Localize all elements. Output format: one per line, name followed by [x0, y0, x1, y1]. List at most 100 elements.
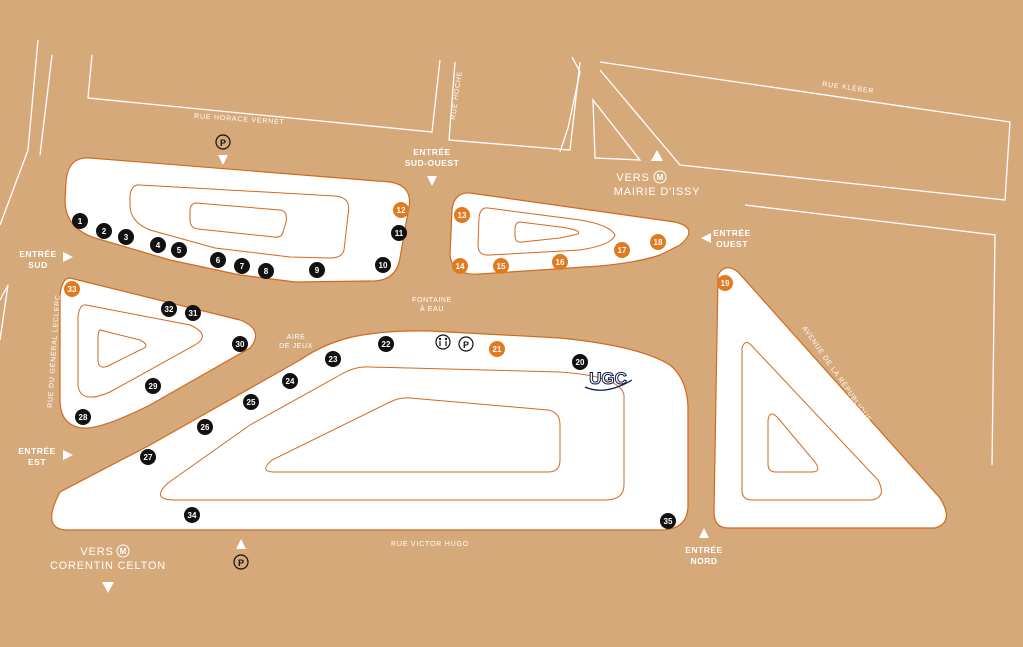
entrance-sud-line1: ENTRÉE: [19, 249, 56, 259]
store-marker-dot[interactable]: [378, 336, 394, 352]
store-marker-number: 18: [654, 238, 663, 247]
store-marker-dot[interactable]: [552, 254, 568, 270]
store-marker-23[interactable]: 23: [325, 351, 341, 367]
store-marker-number: 8: [264, 267, 269, 276]
store-marker-3[interactable]: 3: [118, 229, 134, 245]
entrance-sud-line2: SUD: [28, 260, 47, 270]
store-marker-dot[interactable]: [309, 262, 325, 278]
store-marker-dot[interactable]: [96, 223, 112, 239]
metro-corentin-vers: VERS: [80, 546, 113, 558]
store-marker-16[interactable]: 16: [552, 254, 568, 270]
store-marker-26[interactable]: 26: [197, 419, 213, 435]
entrance-nord-line1: ENTRÉE: [685, 545, 722, 555]
store-marker-4[interactable]: 4: [150, 237, 166, 253]
store-marker-18[interactable]: 18: [650, 234, 666, 250]
store-marker-27[interactable]: 27: [140, 449, 156, 465]
store-marker-dot[interactable]: [375, 257, 391, 273]
store-marker-dot[interactable]: [489, 341, 505, 357]
store-marker-dot[interactable]: [493, 258, 509, 274]
store-marker-33[interactable]: 33: [64, 281, 80, 297]
store-marker-20[interactable]: 20: [572, 354, 588, 370]
parking-icon: [458, 336, 474, 352]
store-marker-12[interactable]: 12: [393, 202, 409, 218]
store-marker-8[interactable]: 8: [258, 263, 274, 279]
metro-corentin-name: CORENTIN CELTON: [50, 560, 166, 572]
store-marker-dot[interactable]: [282, 373, 298, 389]
store-marker-dot[interactable]: [75, 409, 91, 425]
store-marker-number: 29: [149, 382, 158, 391]
store-marker-dot[interactable]: [72, 213, 88, 229]
store-marker-2[interactable]: 2: [96, 223, 112, 239]
store-marker-dot[interactable]: [650, 234, 666, 250]
store-marker-dot[interactable]: [452, 258, 468, 274]
store-marker-dot[interactable]: [118, 229, 134, 245]
store-marker-dot[interactable]: [717, 275, 733, 291]
arrow-down-icon: [218, 155, 228, 165]
store-marker-number: 31: [189, 309, 198, 318]
store-marker-35[interactable]: 35: [660, 513, 676, 529]
store-marker-28[interactable]: 28: [75, 409, 91, 425]
store-marker-dot[interactable]: [150, 237, 166, 253]
arrow-down-icon: [102, 582, 114, 593]
store-marker-10[interactable]: 10: [375, 257, 391, 273]
store-marker-dot[interactable]: [184, 507, 200, 523]
entrance-nord: ENTRÉE NORD: [685, 528, 722, 566]
parking-symbol: P: [463, 340, 469, 350]
metro-symbol-text: M: [657, 173, 664, 182]
arrow-down-icon: [427, 176, 437, 186]
metro-mairie-name: MAIRIE D'ISSY: [614, 186, 700, 198]
store-marker-dot[interactable]: [234, 258, 250, 274]
store-marker-dot[interactable]: [325, 351, 341, 367]
store-marker-6[interactable]: 6: [210, 252, 226, 268]
store-marker-dot[interactable]: [391, 225, 407, 241]
store-marker-dot[interactable]: [210, 252, 226, 268]
store-marker-number: 5: [177, 246, 182, 255]
store-marker-19[interactable]: 19: [717, 275, 733, 291]
store-marker-15[interactable]: 15: [493, 258, 509, 274]
store-marker-24[interactable]: 24: [282, 373, 298, 389]
store-marker-14[interactable]: 14: [452, 258, 468, 274]
store-marker-32[interactable]: 32: [161, 301, 177, 317]
store-marker-dot[interactable]: [64, 281, 80, 297]
store-marker-31[interactable]: 31: [185, 305, 201, 321]
store-marker-number: 34: [188, 511, 197, 520]
store-marker-21[interactable]: 21: [489, 341, 505, 357]
store-marker-dot[interactable]: [572, 354, 588, 370]
store-marker-7[interactable]: 7: [234, 258, 250, 274]
ugc-logo: UGC: [584, 369, 633, 391]
store-marker-34[interactable]: 34: [184, 507, 200, 523]
store-marker-dot[interactable]: [660, 513, 676, 529]
store-marker-30[interactable]: 30: [232, 336, 248, 352]
parking-icon: [233, 554, 249, 570]
fontaine-label-line2: À EAU: [420, 304, 444, 313]
store-marker-dot[interactable]: [614, 242, 630, 258]
store-marker-dot[interactable]: [171, 242, 187, 258]
store-marker-dot[interactable]: [393, 202, 409, 218]
store-marker-number: 16: [556, 258, 565, 267]
store-marker-29[interactable]: 29: [145, 378, 161, 394]
store-marker-17[interactable]: 17: [614, 242, 630, 258]
store-marker-dot[interactable]: [161, 301, 177, 317]
store-marker-25[interactable]: 25: [243, 394, 259, 410]
store-marker-dot[interactable]: [140, 449, 156, 465]
store-marker-dot[interactable]: [185, 305, 201, 321]
store-marker-dot[interactable]: [258, 263, 274, 279]
store-marker-11[interactable]: 11: [391, 225, 407, 241]
store-marker-1[interactable]: 1: [72, 213, 88, 229]
store-marker-22[interactable]: 22: [378, 336, 394, 352]
store-marker-9[interactable]: 9: [309, 262, 325, 278]
metro-icon: [653, 170, 667, 184]
store-marker-dot[interactable]: [243, 394, 259, 410]
store-marker-13[interactable]: 13: [454, 207, 470, 223]
store-marker-number: 20: [576, 358, 585, 367]
arrow-up-icon: [236, 539, 246, 549]
store-marker-dot[interactable]: [232, 336, 248, 352]
store-marker-dot[interactable]: [197, 419, 213, 435]
store-marker-number: 24: [286, 377, 295, 386]
store-marker-number: 23: [329, 355, 338, 364]
metro-mairie-issy: VERS M MAIRIE D'ISSY: [614, 150, 700, 198]
store-marker-5[interactable]: 5: [171, 242, 187, 258]
store-marker-dot[interactable]: [454, 207, 470, 223]
entrance-sud-ouest-line1: ENTRÉE: [413, 147, 450, 157]
store-marker-dot[interactable]: [145, 378, 161, 394]
